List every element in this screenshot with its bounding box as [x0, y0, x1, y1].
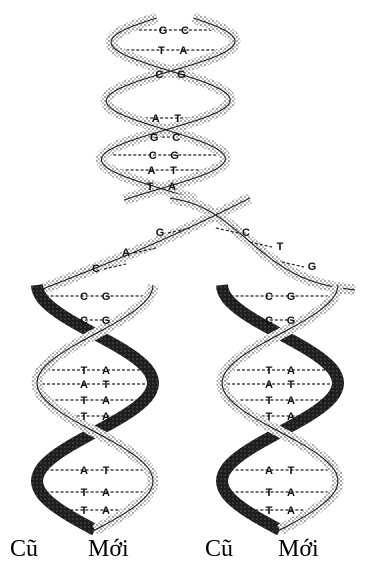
base-label: G [150, 132, 159, 144]
base-label: T [103, 379, 110, 391]
base-label: T [147, 181, 154, 193]
base-label: T [170, 165, 177, 177]
base-label: A [287, 365, 295, 377]
base-label: A [122, 247, 130, 259]
base-label: A [265, 465, 273, 477]
base-label: T [288, 379, 295, 391]
base-label: C [265, 291, 273, 303]
base-label: T [103, 465, 110, 477]
base-label: C [149, 150, 157, 162]
base-label: A [179, 45, 187, 57]
base-label: C [80, 315, 88, 327]
base-label: C [181, 25, 189, 37]
base-label: A [80, 379, 88, 391]
base-label: G [156, 227, 165, 239]
base-label: T [81, 505, 88, 517]
base-label: T [158, 45, 165, 57]
base-label: A [147, 165, 155, 177]
caption-new-left: Mới [88, 536, 129, 562]
fork-right-strand-outline [170, 198, 355, 290]
base-label: T [266, 365, 273, 377]
base-label: T [81, 395, 88, 407]
base-label: A [152, 113, 160, 125]
base-label: C [155, 69, 163, 81]
base-label: G [287, 315, 296, 327]
captions: Cũ Mới Cũ Mới [10, 536, 319, 562]
replication-fork: G A C C T G [40, 198, 355, 290]
base-label: A [102, 411, 110, 423]
caption-new-right: Mới [278, 536, 319, 562]
base-label: A [287, 505, 295, 517]
base-label: A [287, 487, 295, 499]
caption-old-left: Cũ [10, 536, 38, 562]
caption-old-right: Cũ [205, 536, 233, 562]
base-label: G [159, 25, 168, 37]
base-label: T [81, 487, 88, 499]
base-label: A [102, 395, 110, 407]
base-label: T [81, 411, 88, 423]
base-label: C [92, 263, 100, 275]
base-label: G [287, 291, 296, 303]
base-label: A [102, 505, 110, 517]
base-label: T [277, 241, 284, 253]
base-label: C [242, 227, 250, 239]
base-label: A [168, 181, 176, 193]
base-label: A [80, 465, 88, 477]
base-label: T [266, 411, 273, 423]
base-label: G [102, 315, 111, 327]
base-label: T [81, 365, 88, 377]
base-label: T [266, 487, 273, 499]
base-label: T [266, 505, 273, 517]
base-label: T [174, 113, 181, 125]
base-label: A [102, 365, 110, 377]
base-label: A [265, 379, 273, 391]
base-label: C [80, 291, 88, 303]
fork-right-strand [170, 198, 355, 290]
base-label: A [287, 411, 295, 423]
base-label: C [172, 132, 180, 144]
base-label: A [287, 395, 295, 407]
base-label: G [308, 261, 317, 273]
base-label: T [288, 465, 295, 477]
base-label: C [265, 315, 273, 327]
base-label: T [266, 395, 273, 407]
base-label: G [177, 69, 186, 81]
base-label: A [102, 487, 110, 499]
base-label: G [102, 291, 111, 303]
base-label: G [170, 150, 179, 162]
